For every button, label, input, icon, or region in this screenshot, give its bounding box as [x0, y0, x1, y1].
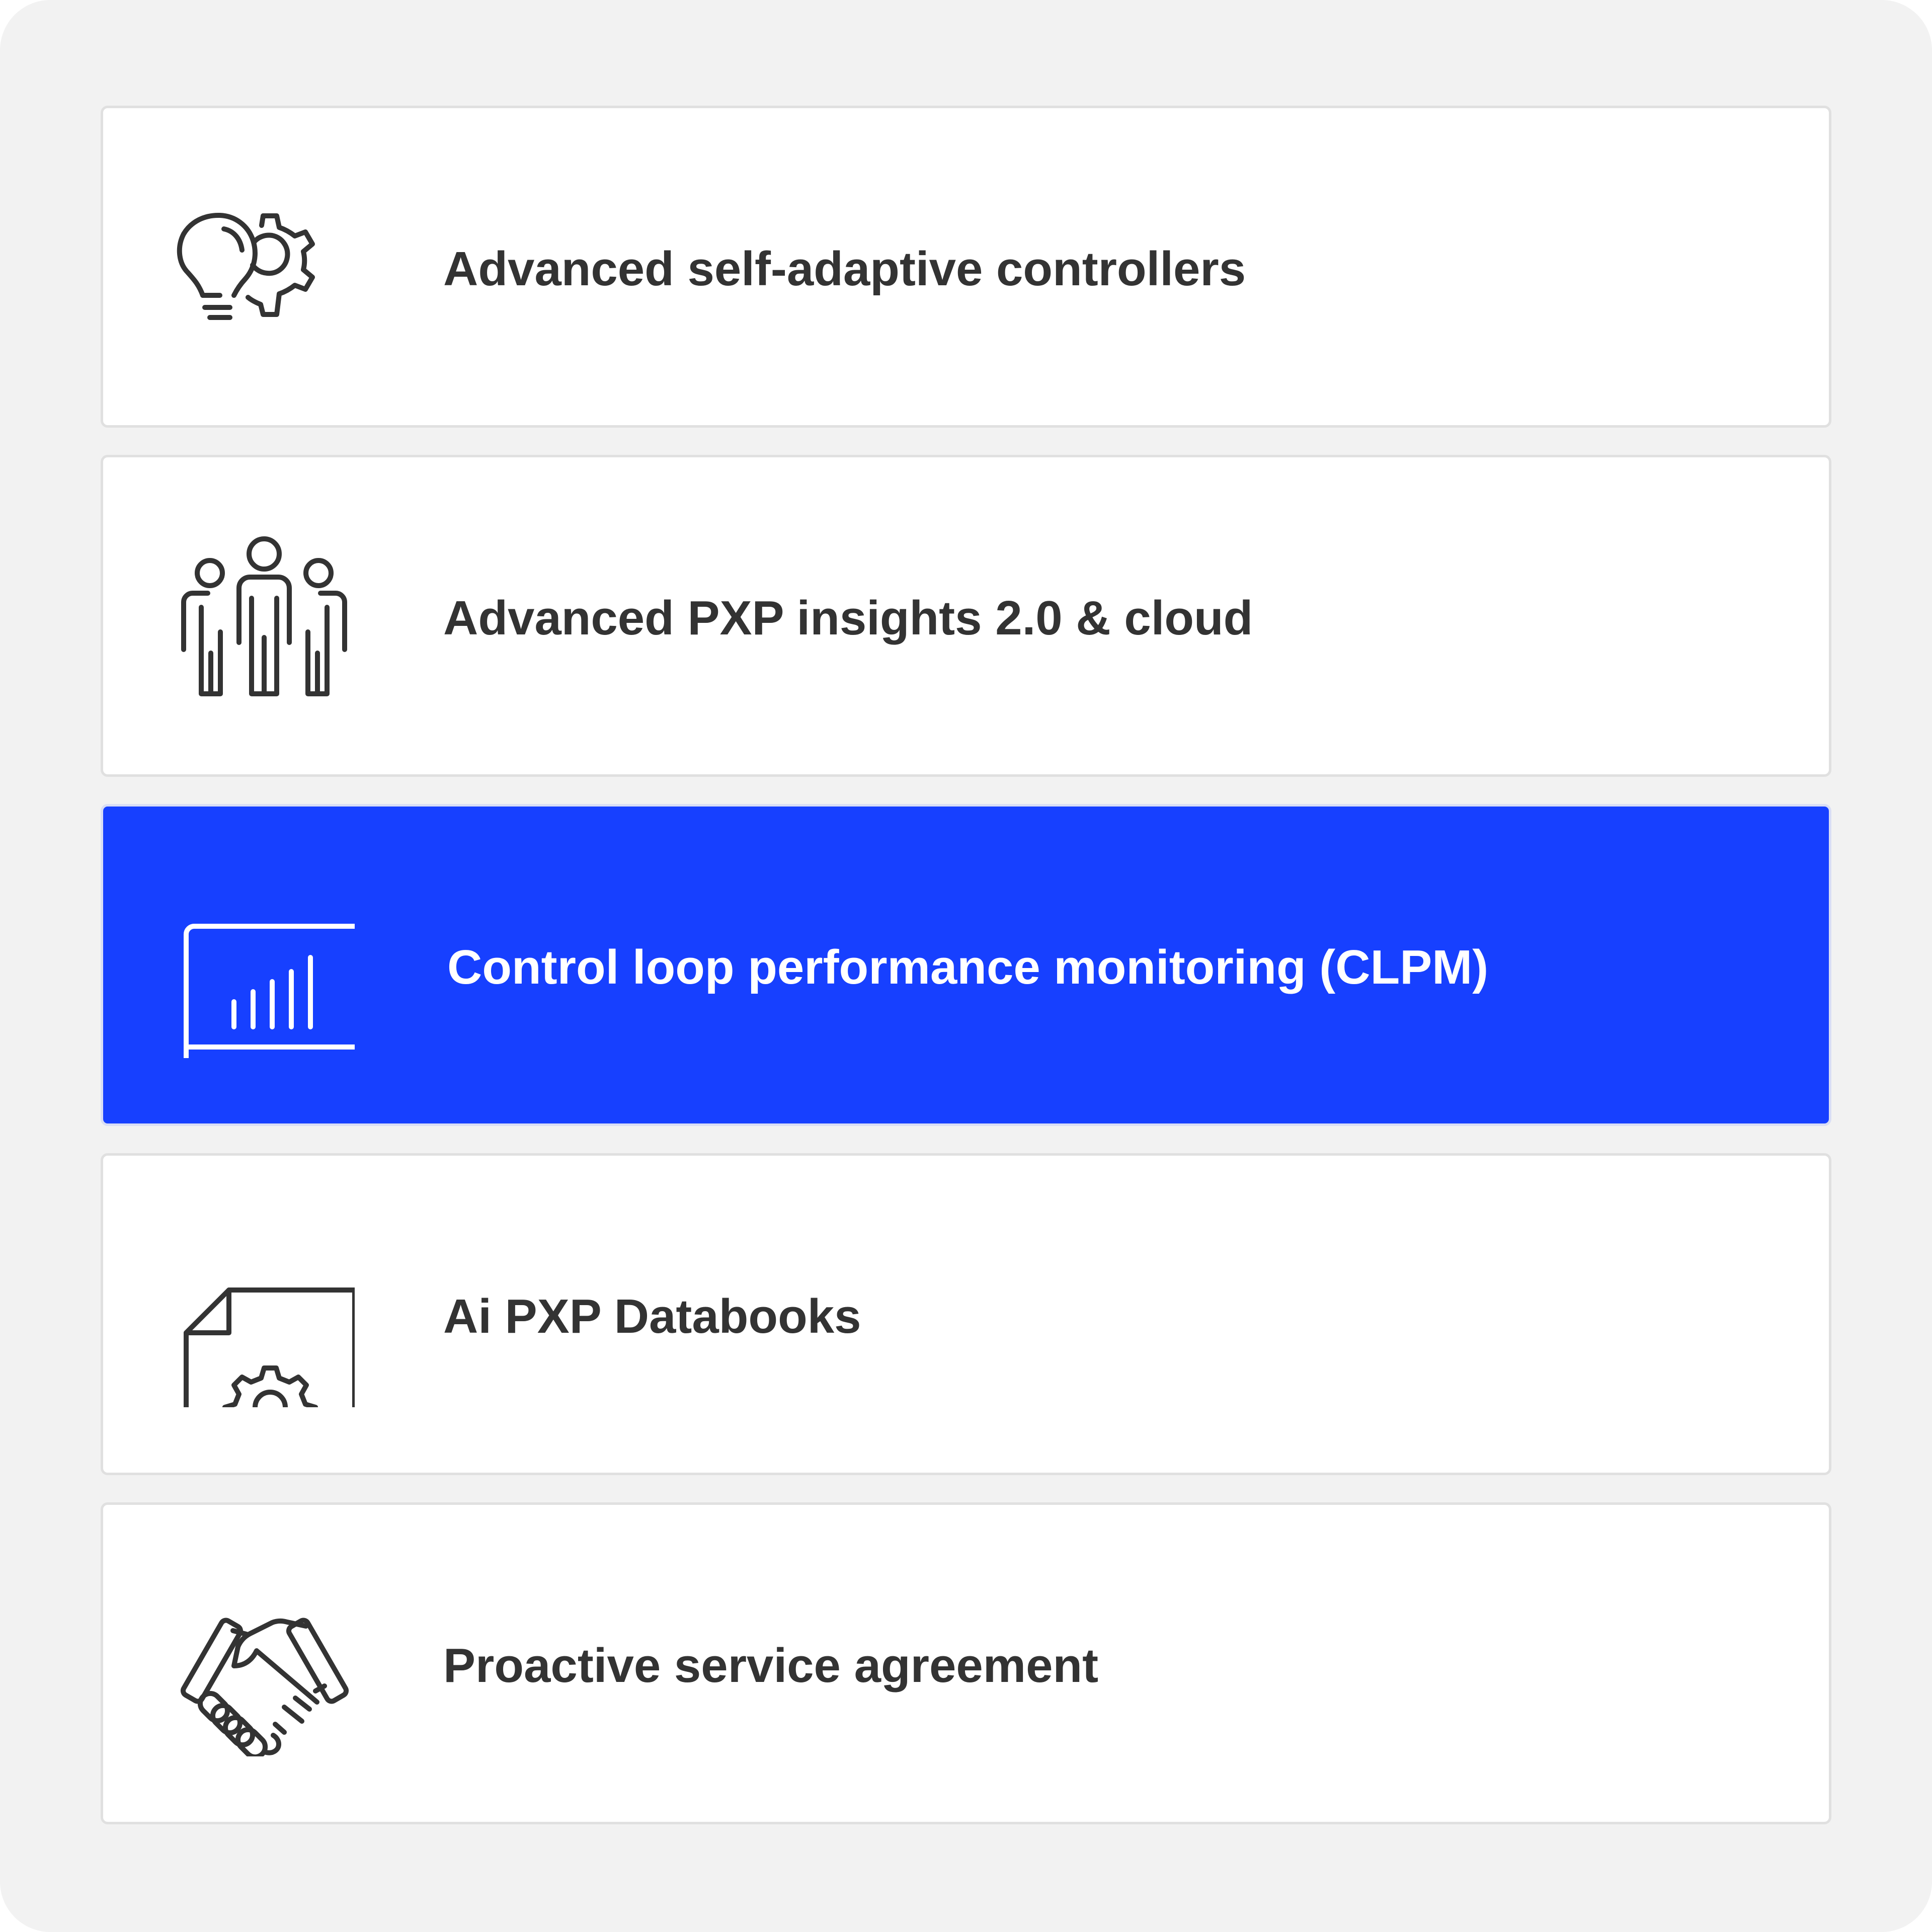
- feature-item-label: Advanced PXP insights 2.0 & cloud: [443, 591, 1253, 645]
- people-group-icon: [174, 528, 355, 709]
- feature-item-label: Advanced self-adaptive controllers: [443, 242, 1246, 296]
- feature-item-proactive-service[interactable]: Proactive service agreement: [101, 1502, 1831, 1824]
- feature-item-ai-pxp-databooks[interactable]: Ai PXP Databooks: [101, 1153, 1831, 1475]
- lightbulb-gear-icon: [174, 179, 355, 360]
- feature-item-clpm[interactable]: Control loop performance monitoring (CLP…: [101, 804, 1831, 1126]
- document-gear-icon: [174, 1226, 355, 1407]
- handshake-icon: [174, 1575, 355, 1756]
- feature-item-label: Ai PXP Databooks: [443, 1290, 861, 1343]
- feature-item-pxp-insights[interactable]: Advanced PXP insights 2.0 & cloud: [101, 455, 1831, 777]
- feature-item-label: Proactive service agreement: [443, 1639, 1099, 1693]
- feature-item-label: Control loop performance monitoring (CLP…: [447, 940, 1489, 994]
- monitor-chart-icon: [174, 877, 355, 1058]
- feature-item-self-adaptive-controllers[interactable]: Advanced self-adaptive controllers: [101, 106, 1831, 428]
